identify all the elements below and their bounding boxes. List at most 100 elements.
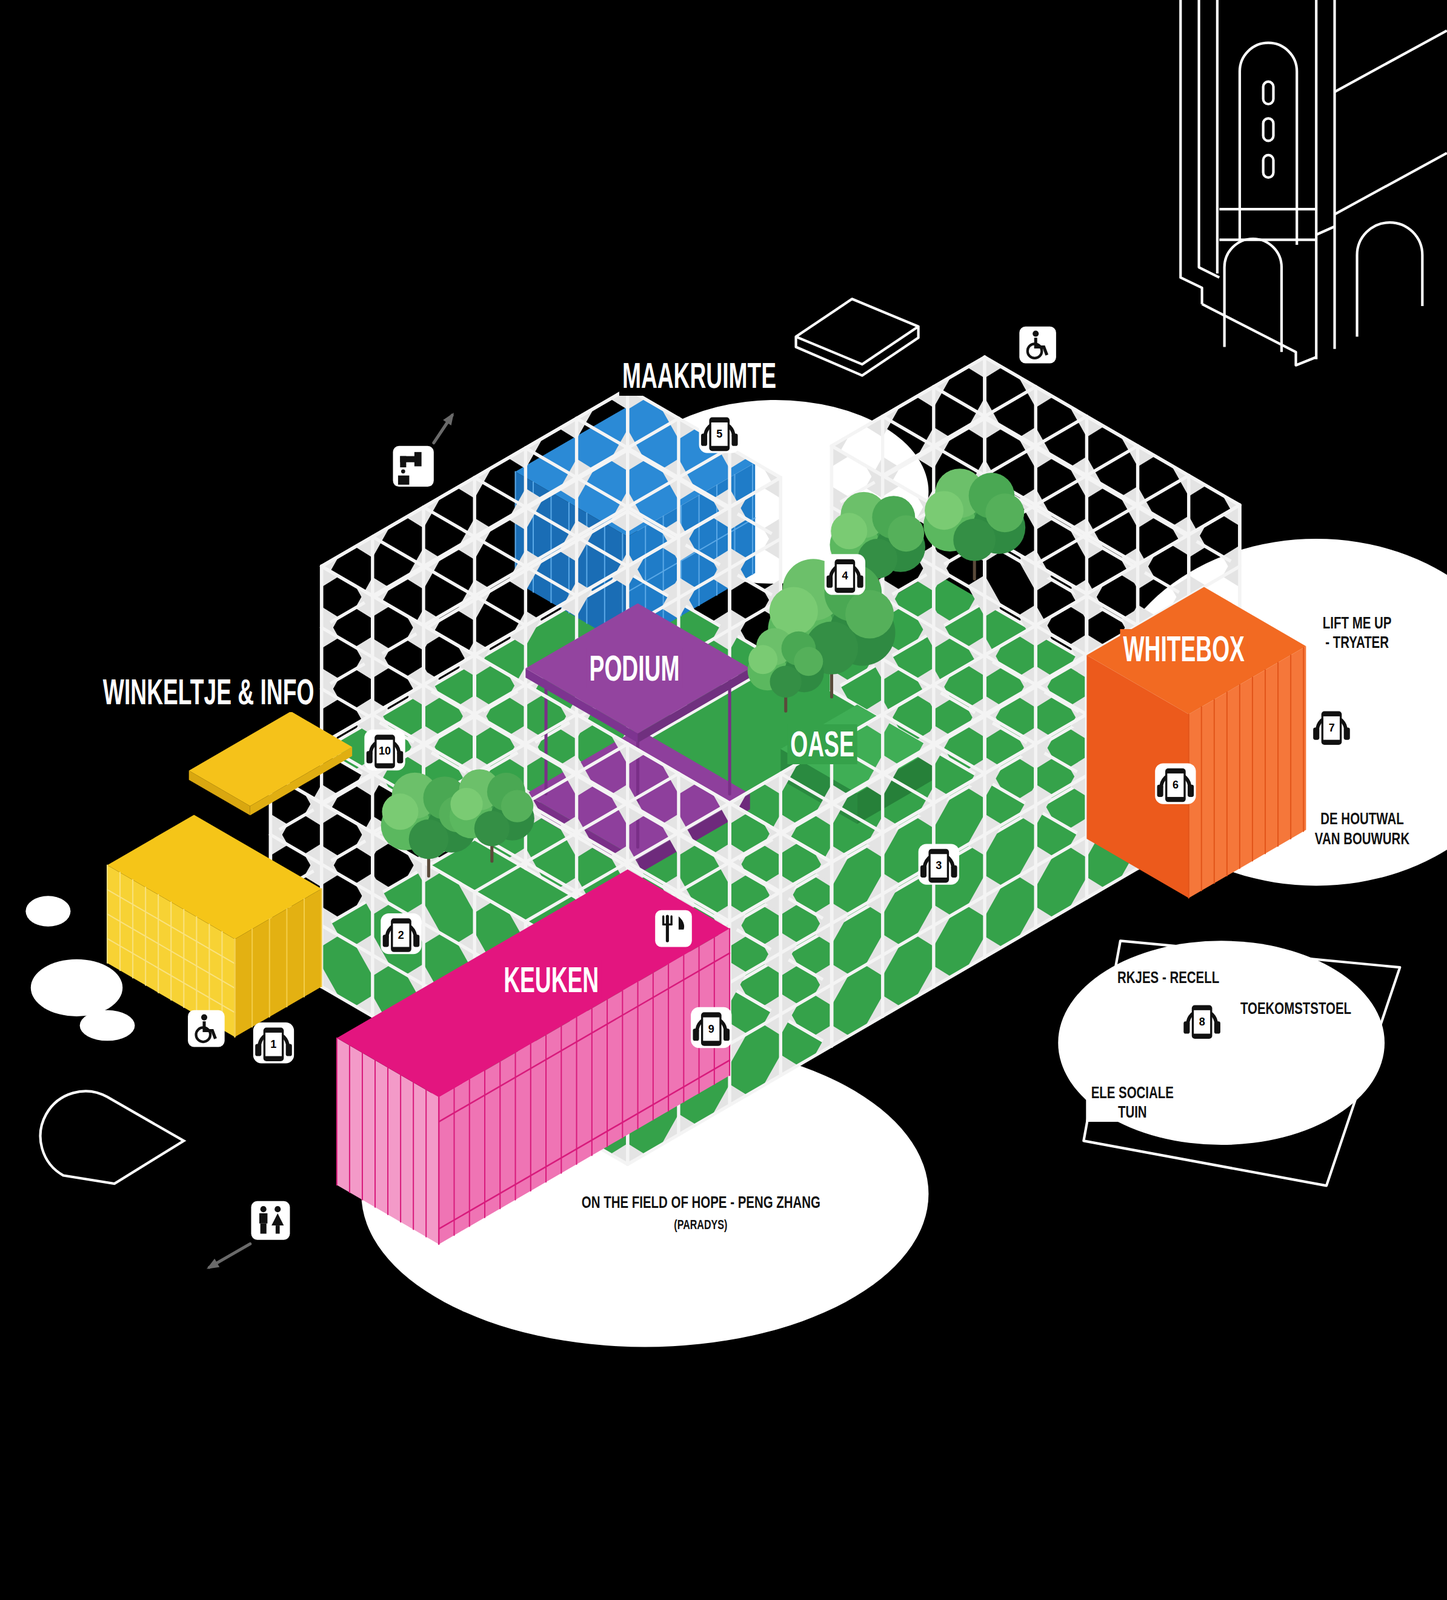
mullion [515,471,517,582]
phone [701,1011,722,1046]
ear-cup [255,1043,262,1056]
tree-crown [845,590,894,639]
audio-icon [1154,762,1196,804]
toilet-icon [250,1200,290,1240]
frame-bar [525,447,679,537]
phone-screen [265,1032,282,1057]
frame-bar [984,655,1087,715]
tower-outline [1239,43,1297,245]
phone-screen [702,1017,720,1042]
callout-number: 2 [398,929,405,941]
mullion [1302,647,1304,832]
tower-window [1263,118,1274,141]
mullion [1264,669,1266,854]
space-label: PODIUM [556,648,712,689]
frame-bar [830,862,834,1046]
callout-number: 9 [708,1023,715,1035]
kitchen-icon [655,910,692,948]
space-label: KEUKEN [469,959,633,1000]
space-label: MAAKRUIMTE [570,355,829,396]
figure-body [259,1213,268,1224]
ear-cup [1157,784,1164,797]
arrow-head [442,412,454,426]
wheel [1027,343,1043,359]
artwork-title: RKJES - RECELL [1115,967,1221,988]
frame-bar [933,684,1036,745]
mullion [399,1074,402,1222]
frame-bar [575,418,579,602]
phone-screen [376,739,394,764]
ear-cup [692,1028,699,1041]
frame-bar [321,388,628,566]
audio-icon [380,913,422,954]
ear-cup [413,934,420,947]
tap-spout [399,456,406,468]
tree-crown [748,644,778,674]
phone [374,734,396,769]
phone-screen [836,564,854,588]
frame-bar [1034,743,1038,928]
fork [670,916,672,925]
tree-crown [830,512,868,549]
figure-body [271,1213,284,1226]
winkeltje-box-top [107,814,322,939]
frame-bar [830,862,834,1046]
space-name: WHITEBOX [1119,628,1248,669]
mullion [560,1025,562,1173]
space-name: PODIUM [586,648,683,689]
frame-bar [575,714,579,899]
podium-roof [525,602,750,743]
mullion [591,1008,593,1155]
ear-cup [826,575,833,588]
mullion [1213,699,1215,883]
mullion [682,954,685,1102]
zone-ellipse [1057,940,1385,1145]
tower-outline [1333,0,1336,350]
cup [398,475,410,485]
frame-bar [423,684,781,892]
ear-cup [396,750,403,763]
mullion [550,492,552,603]
frame-bar [423,447,730,626]
wheelchair-icon [187,1010,225,1048]
ear-cup [286,1043,293,1056]
ear-cup [723,1028,730,1041]
tower-outline [1334,153,1447,215]
space-label: OASE [765,724,879,765]
frame-bar [321,565,476,655]
fork [662,916,665,925]
frame-bar [982,773,986,957]
phone [834,559,856,594]
mullion [387,1067,389,1215]
audio-icon [253,1022,294,1063]
ear-cup [1343,727,1351,740]
mullion [1290,655,1292,839]
phone [1191,1004,1213,1039]
callout-number: 3 [935,859,942,871]
figure-head [1032,330,1039,337]
phone [928,848,949,883]
audio-icon [364,729,405,771]
icon-ground [1311,705,1352,747]
tower-outline [1202,304,1317,366]
phone-screen [392,923,410,948]
space-label: WHITEBOX [1081,628,1287,669]
artwork-zone: ON THE FIELD OF HOPE - PENG ZHANG(PARADY… [363,1042,928,1345]
icon-ground [250,1200,290,1240]
audio-icon [690,1007,732,1048]
space-name: WINKELTJE & INFO [99,671,317,712]
tree-crown [474,810,510,846]
frame-bar [729,595,1087,803]
tree-crown [770,665,802,698]
phone [708,417,730,452]
mullion [107,889,235,964]
artwork-title: LIFT ME UP - TRYATER [1319,613,1396,652]
figure-head [274,1205,281,1212]
icon-ground [918,843,960,885]
icon-ground [699,412,740,453]
tower-outline [1316,226,1335,235]
mullion [545,1034,547,1182]
tree-crown [450,787,483,820]
space-name: KEUKEN [500,959,602,1000]
